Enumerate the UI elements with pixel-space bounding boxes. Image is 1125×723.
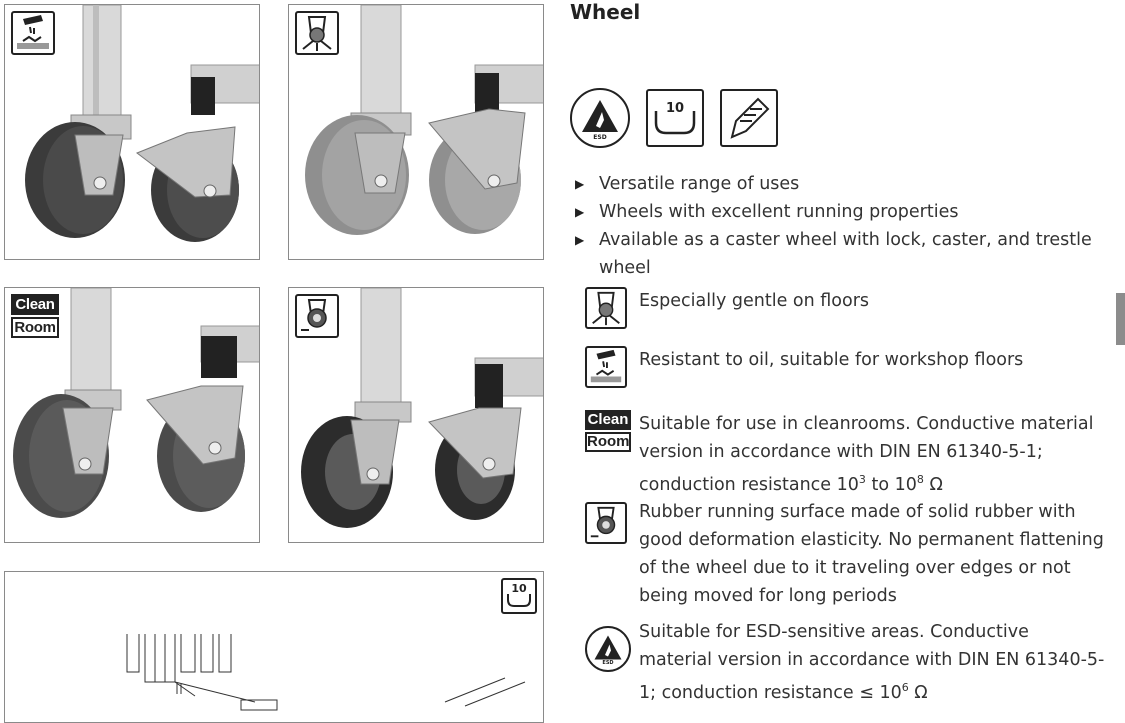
feature-text: Suitable for ESD-sensitive areas. Conduc… bbox=[639, 622, 1105, 703]
photo-panel-grey-wheels bbox=[288, 4, 544, 260]
feature-esd: ESD Suitable for ESD-sensitive areas. Co… bbox=[585, 618, 1105, 707]
gentle-floor-icon bbox=[295, 11, 339, 55]
feature-rubber-surface: Rubber running surface made of solid rub… bbox=[585, 498, 1105, 610]
esd-warning-icon: ESD bbox=[585, 626, 631, 672]
caster-photo-illustration bbox=[305, 5, 543, 235]
caster-photo-illustration bbox=[25, 5, 259, 242]
clean-room-badge: Clean Room bbox=[11, 294, 59, 342]
feature-text: Rubber running surface made of solid rub… bbox=[639, 502, 1104, 606]
photo-panel-dark-wheels bbox=[4, 4, 260, 260]
clean-room-badge-line1: Clean bbox=[11, 294, 59, 315]
edge-depth-value: 10 bbox=[511, 582, 527, 595]
edge-depth-10-icon: 10 bbox=[646, 89, 704, 147]
bullet-item: Wheels with excellent running properties bbox=[575, 198, 1115, 226]
technical-drawing bbox=[126, 634, 526, 711]
top-icon-row: ESD 10 bbox=[570, 88, 778, 148]
clean-room-badge-line2: Room bbox=[11, 317, 59, 338]
feature-text: Especially gentle on floors bbox=[639, 291, 870, 311]
caster-photo-illustration bbox=[301, 288, 543, 528]
bullet-item: Available as a caster wheel with lock, c… bbox=[575, 226, 1115, 282]
drawing-panel: 10 bbox=[4, 571, 544, 723]
feature-clean-room: Clean Room Suitable for use in cleanroom… bbox=[585, 410, 1105, 499]
feature-gentle-floor: Especially gentle on floors bbox=[585, 287, 1105, 333]
oil-resistant-icon bbox=[585, 346, 627, 388]
feature-text: Suitable for use in cleanrooms. Conducti… bbox=[639, 414, 1094, 495]
page-edge-tab bbox=[1116, 293, 1125, 345]
edge-depth-10-icon: 10 bbox=[501, 578, 537, 614]
feature-text: Resistant to oil, suitable for workshop … bbox=[639, 350, 1024, 370]
page-title: Wheel bbox=[570, 0, 641, 24]
esd-label: ESD bbox=[593, 134, 607, 141]
caster-photo-illustration bbox=[13, 288, 259, 518]
rubber-wheel-icon bbox=[295, 294, 339, 338]
photo-panel-rubber-wheels bbox=[288, 287, 544, 543]
photo-panel-cleanroom-wheels: Clean Room bbox=[4, 287, 260, 543]
esd-label: ESD bbox=[602, 660, 614, 666]
clean-room-badge-line2: Room bbox=[585, 432, 631, 452]
feature-bullet-list: Versatile range of uses Wheels with exce… bbox=[575, 170, 1115, 282]
drill-bit-icon bbox=[720, 89, 778, 147]
edge-depth-value: 10 bbox=[665, 101, 685, 116]
bullet-item: Versatile range of uses bbox=[575, 170, 1115, 198]
feature-oil-resistant: Resistant to oil, suitable for workshop … bbox=[585, 346, 1105, 392]
oil-resistant-icon bbox=[11, 11, 55, 55]
rubber-wheel-icon bbox=[585, 502, 627, 544]
gentle-floor-icon bbox=[585, 287, 627, 329]
clean-room-badge: Clean Room bbox=[585, 410, 631, 452]
clean-room-badge-line1: Clean bbox=[585, 410, 631, 430]
esd-warning-icon: ESD bbox=[570, 88, 630, 148]
